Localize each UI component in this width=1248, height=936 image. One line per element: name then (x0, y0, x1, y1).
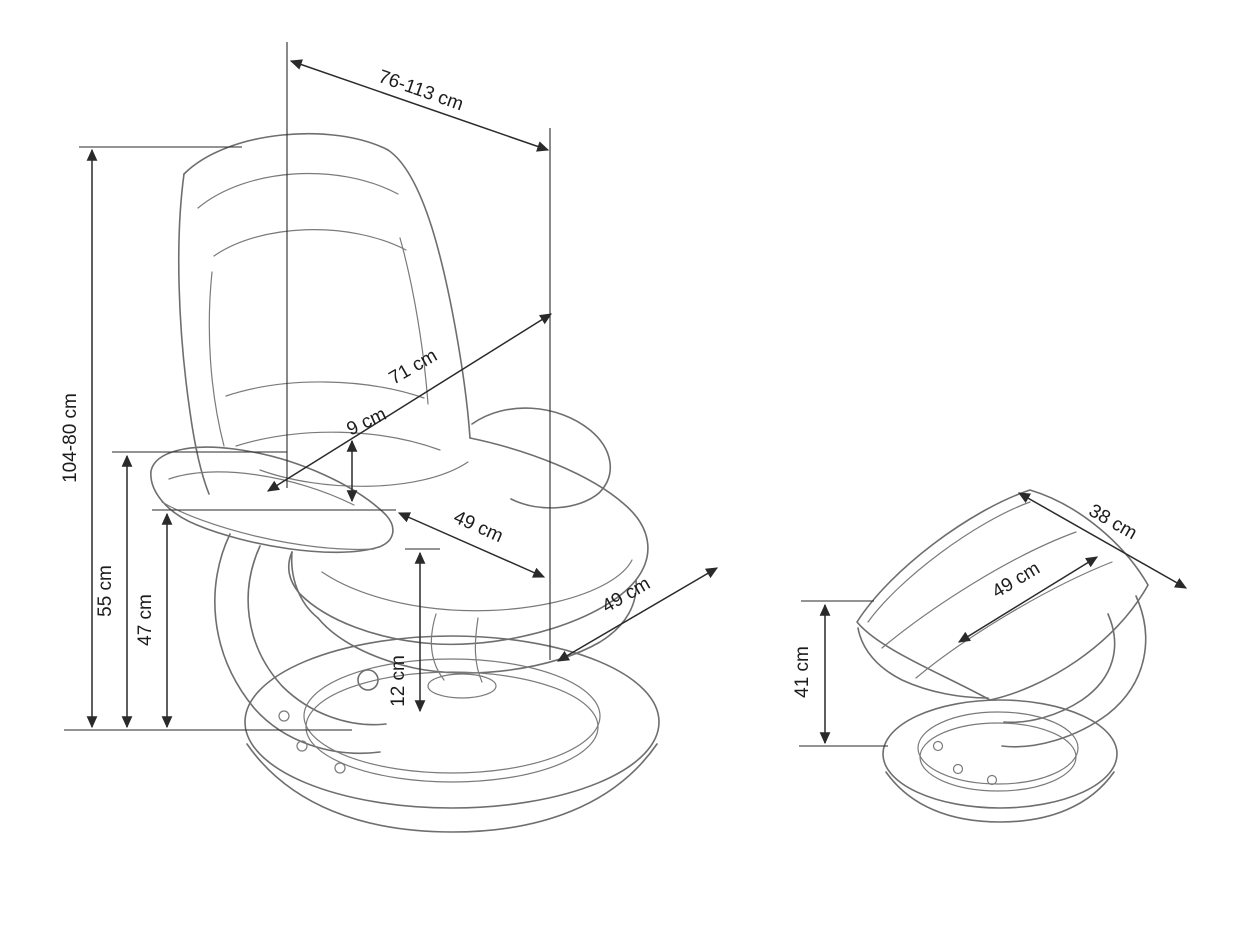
left-armrest-underside (161, 501, 375, 551)
footstool-drawing (856, 489, 1149, 823)
seat-left-edge (290, 551, 319, 619)
back-bolster-seam-left (208, 271, 225, 447)
dimension-arrow (397, 512, 546, 578)
footstool-inner-ring-bottom (919, 722, 1077, 792)
base-screw-2 (296, 740, 308, 752)
dimension-arrow (266, 313, 553, 492)
footstool-screw-1 (932, 740, 944, 752)
chair-back-length-label: 71 cm (386, 345, 441, 389)
headrest-seam-top (197, 172, 399, 209)
base-inner-ring-top (303, 658, 601, 774)
dimension-arrow (1017, 492, 1188, 589)
chair-armrest-height-label: 55 cm (95, 565, 116, 617)
backrest-outline-top (183, 132, 389, 175)
footstool-screw-3 (986, 774, 998, 786)
backrest-outline-left (177, 173, 210, 495)
footstool-base-top (882, 699, 1118, 809)
base-screw-1 (278, 710, 290, 722)
footstool-cushion-side (857, 627, 989, 699)
column-foot (427, 673, 497, 699)
chair-depth-range-label: 76-113 cm (376, 66, 466, 115)
base-plate-top (244, 635, 660, 809)
backrest-outline-right (387, 149, 471, 439)
dim-back-length: 71 cm (266, 313, 553, 492)
headrest-seam-bottom (213, 229, 407, 257)
dim-footstool-height: 41 cm (792, 600, 888, 747)
footstool-cushion-seam-1 (881, 531, 1077, 649)
footstool-base-thickness (885, 771, 1115, 823)
dim-height-range: 104-80 cm (60, 146, 352, 731)
chair-armrest-thickness-label: 9 cm (344, 404, 390, 440)
seat-cushion-outline (287, 437, 649, 646)
support-arm-inner (247, 545, 387, 726)
back-seat-junction (259, 461, 469, 487)
chair-seat-depth-label: 49 cm (599, 573, 654, 617)
column-left (430, 613, 445, 681)
chair-base-clearance-label: 12 cm (388, 655, 409, 707)
footstool-support-outer (1001, 595, 1147, 748)
base-screw-3 (334, 762, 346, 774)
dim-seat-depth: 49 cm (556, 567, 719, 662)
dim-seat-height: 47 cm (135, 509, 396, 729)
footstool-dimensions: 38 cm 49 cm 41 cm (792, 492, 1188, 747)
chair-drawing (150, 132, 660, 833)
footstool-cushion-edge-roll (867, 501, 1031, 623)
dim-footstool-depth: 49 cm (957, 556, 1099, 643)
support-arm-outer (214, 533, 381, 755)
footstool-support-inner (1003, 613, 1116, 724)
seat-seam (321, 559, 633, 612)
chair-height-range-label: 104-80 cm (60, 393, 81, 483)
left-armrest-seam (168, 471, 355, 506)
chair-seat-width-label: 49 cm (450, 507, 506, 547)
footstool-width-label: 38 cm (1085, 500, 1140, 544)
footstool-inner-ring-top (917, 711, 1079, 785)
dim-armrest-height: 55 cm (95, 451, 287, 729)
dimension-arrow (289, 59, 550, 152)
left-armrest-pad (150, 446, 394, 554)
footstool-screw-2 (952, 763, 964, 775)
footstool-depth-label: 49 cm (989, 558, 1044, 603)
dim-footstool-width: 38 cm (1017, 492, 1188, 589)
dimension-arrow (556, 567, 719, 662)
column-right (474, 617, 483, 683)
footstool-height-label: 41 cm (792, 646, 813, 698)
dim-base-clearance: 12 cm (388, 548, 440, 713)
chair-seat-height-label: 47 cm (135, 594, 156, 646)
base-plate-thickness (246, 743, 658, 833)
dimension-arrow (957, 556, 1099, 643)
base-inner-ring-bottom (305, 671, 599, 783)
